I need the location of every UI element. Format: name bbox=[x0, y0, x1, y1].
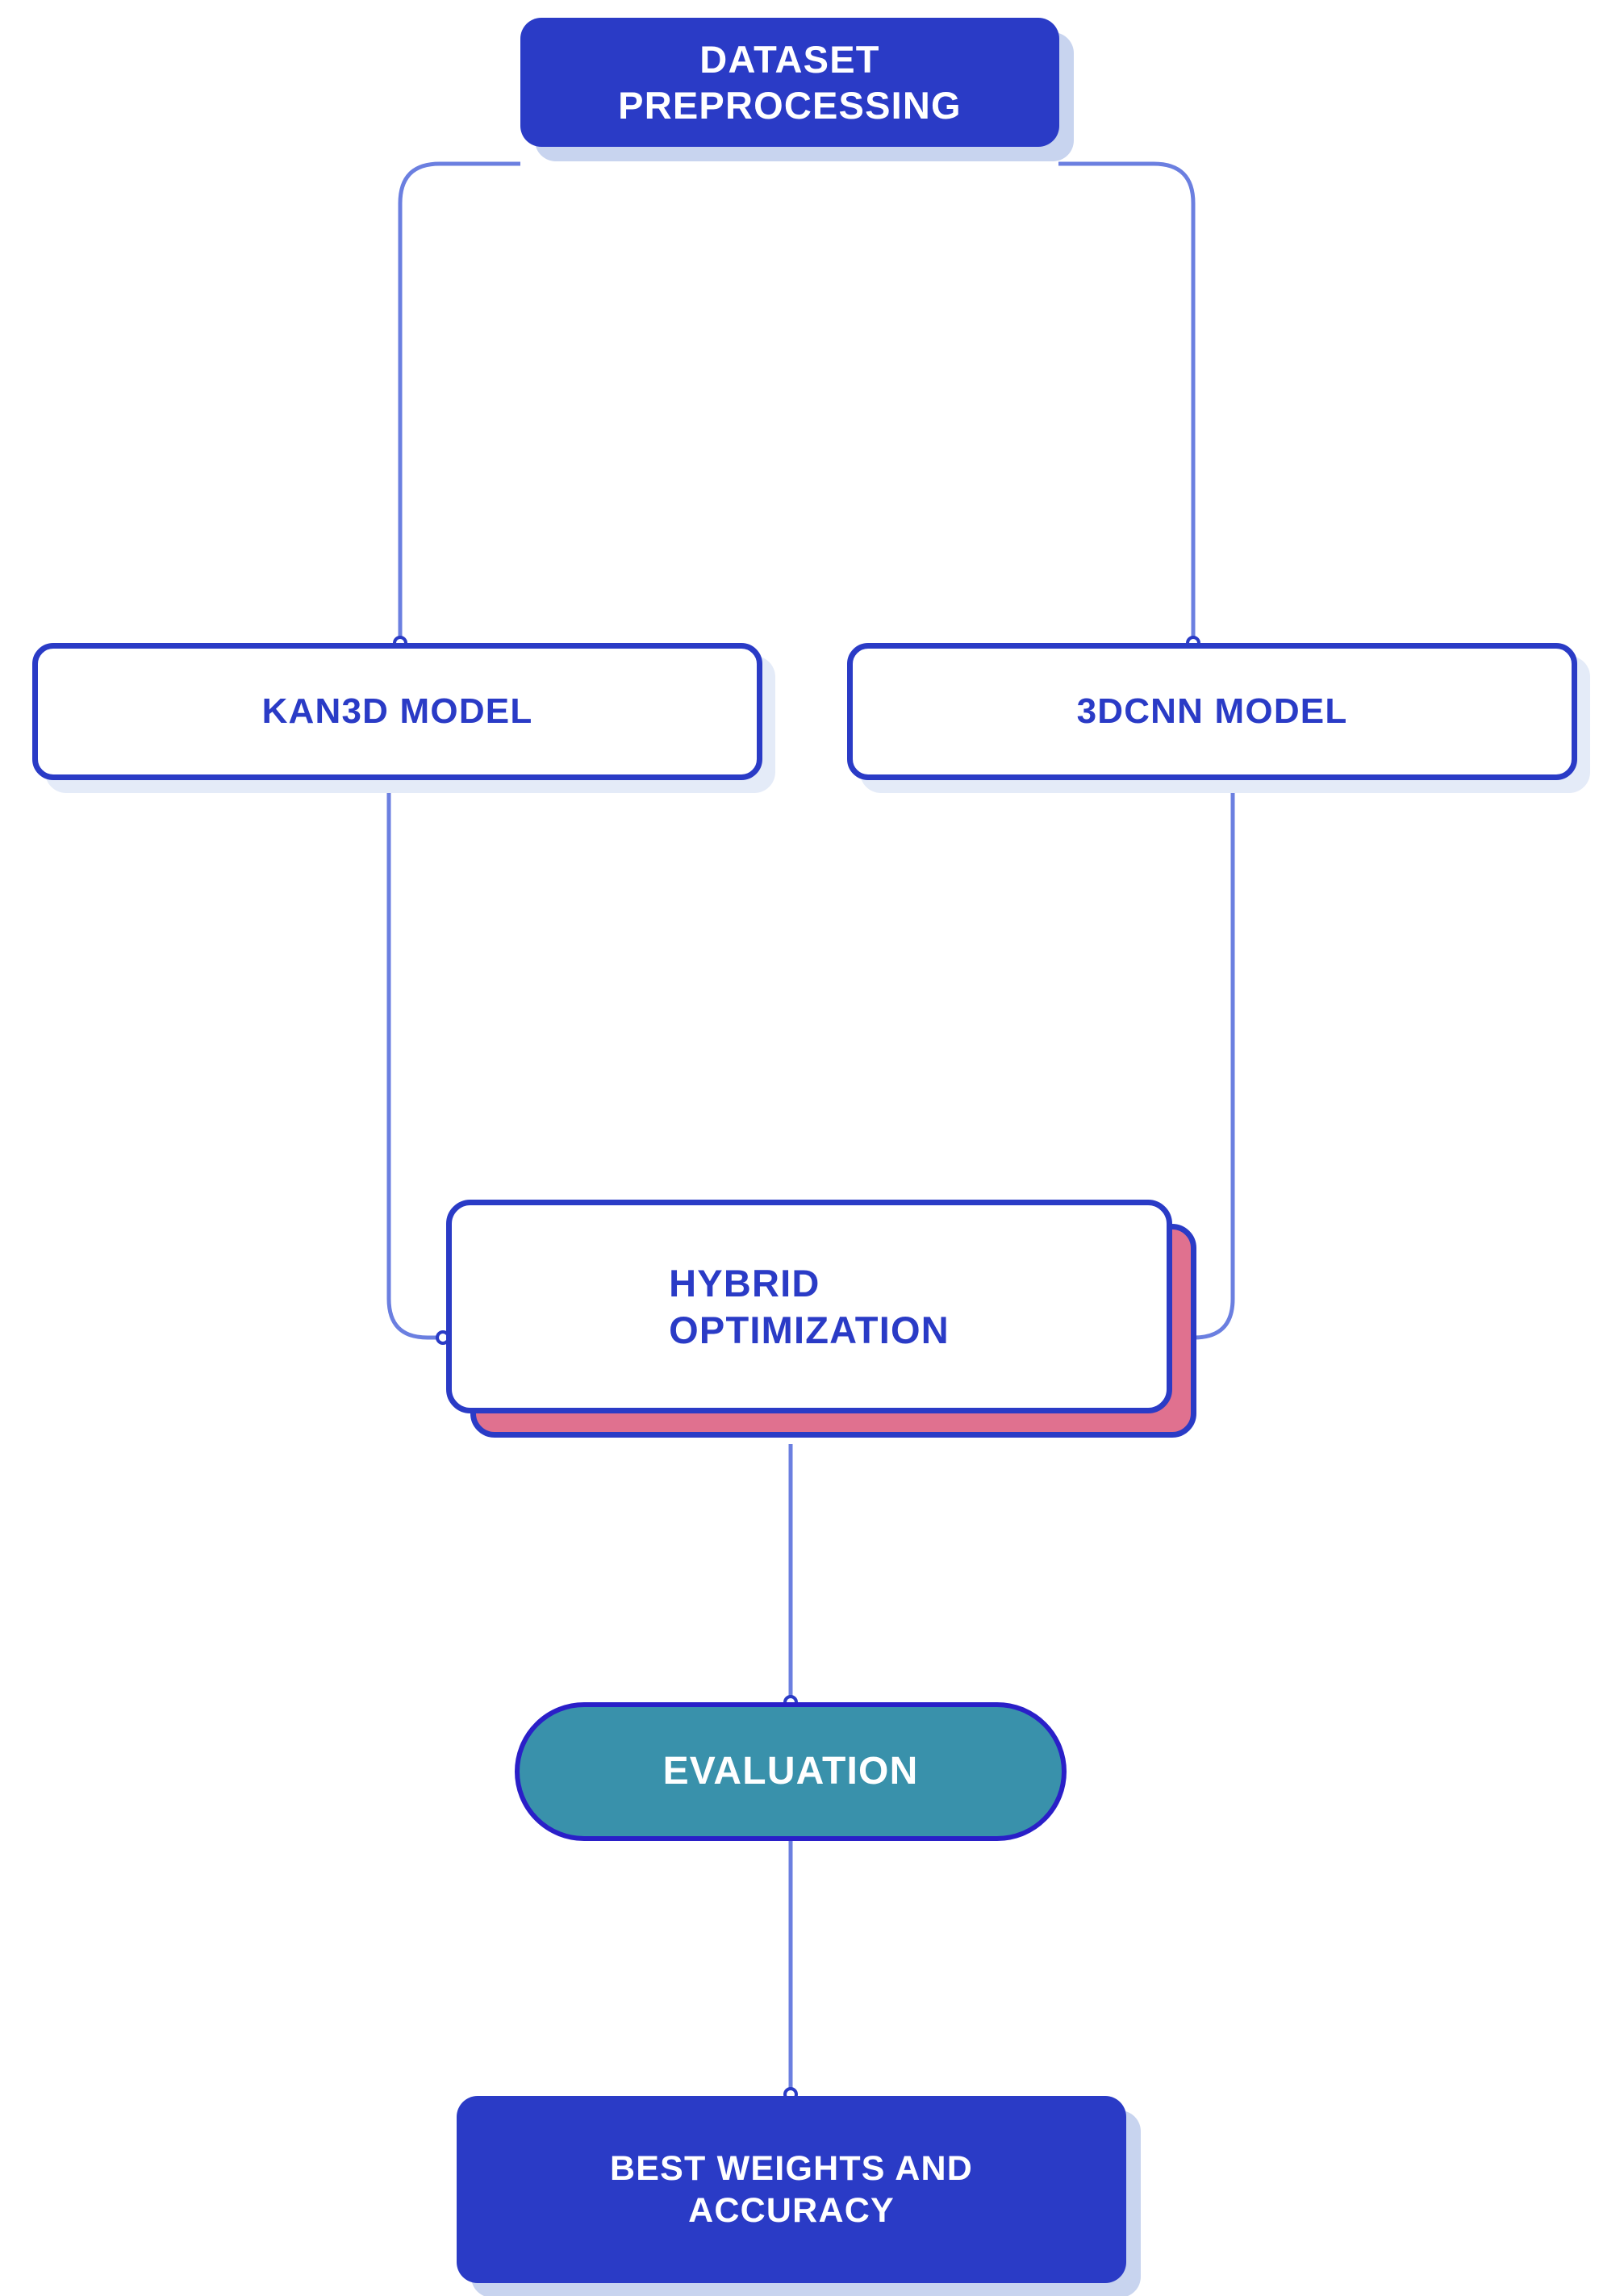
node-evaluation-label: EVALUATION bbox=[662, 1749, 919, 1793]
node-dataset-preprocessing-label: DATASET PREPROCESSING bbox=[618, 37, 962, 127]
node-best-weights-accuracy-label: BEST WEIGHTS AND ACCURACY bbox=[610, 2148, 973, 2230]
node-hybrid-optimization[interactable]: HYBRID OPTIMIZATION bbox=[446, 1200, 1196, 1438]
node-evaluation[interactable]: EVALUATION bbox=[515, 1702, 1067, 1841]
node-kan3d-model[interactable]: KAN3D MODEL bbox=[32, 643, 762, 780]
node-3dcnn-model[interactable]: 3DCNN MODEL bbox=[847, 643, 1577, 780]
edge-dataset-to-kan3d bbox=[398, 161, 520, 641]
node-dataset-preprocessing[interactable]: DATASET PREPROCESSING bbox=[520, 18, 1059, 147]
edge-kan3d-to-hybrid bbox=[386, 779, 440, 1340]
node-best-weights-accuracy[interactable]: BEST WEIGHTS AND ACCURACY bbox=[457, 2096, 1126, 2283]
hybrid-optimization-face: HYBRID OPTIMIZATION bbox=[446, 1200, 1172, 1413]
node-kan3d-model-label: KAN3D MODEL bbox=[261, 691, 533, 732]
edge-dataset-to-3dcnn bbox=[1058, 161, 1196, 641]
node-hybrid-optimization-label: HYBRID OPTIMIZATION bbox=[669, 1262, 950, 1351]
node-3dcnn-model-label: 3DCNN MODEL bbox=[1076, 691, 1348, 732]
